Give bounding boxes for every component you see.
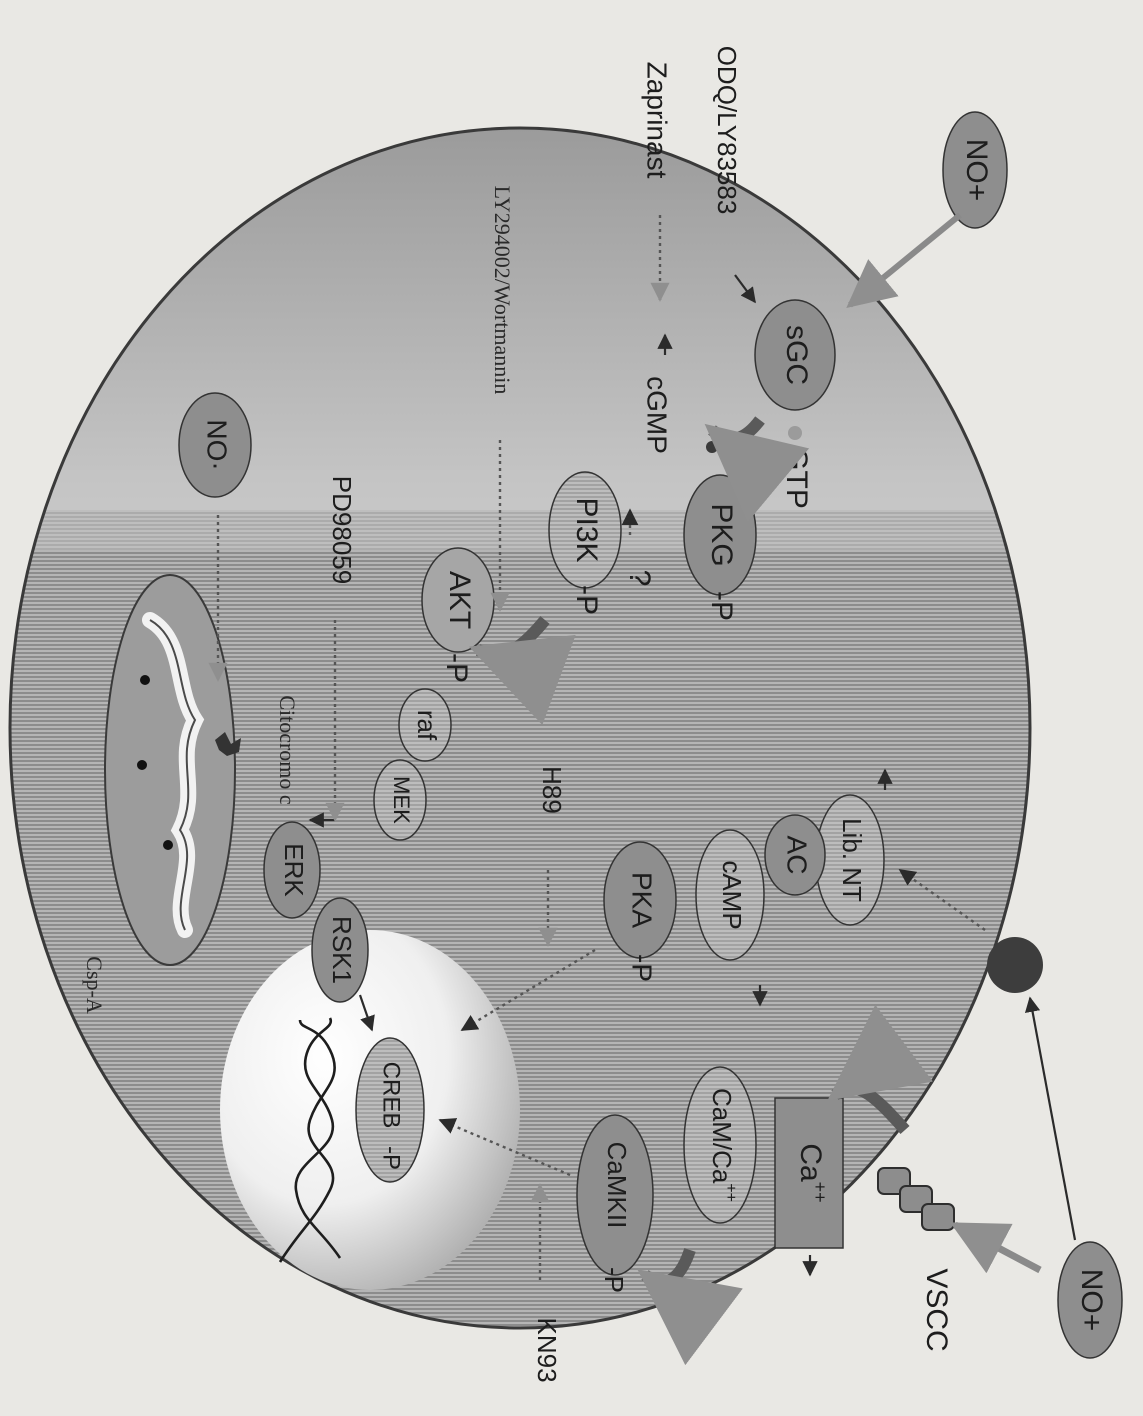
raf-node: raf	[398, 688, 452, 762]
dotted-arrows	[208, 215, 986, 1280]
inhibitor-h89: H89	[537, 766, 567, 814]
curved-arrows	[468, 416, 933, 1366]
no-plus-top	[942, 111, 1008, 229]
pka-node: PKA	[603, 841, 677, 959]
creb-phospho: -P	[378, 1146, 405, 1170]
dotted-receptor-lib	[898, 869, 986, 931]
erk-label: ERK	[279, 843, 309, 897]
csp-label: Csp-A	[82, 956, 107, 1014]
dotted-camkii-creb	[438, 1118, 571, 1177]
dna-helix	[278, 1017, 342, 1263]
ac-node: AC	[764, 814, 826, 896]
gtp-label: GTP	[780, 447, 813, 509]
arrow-rsk1-to-creb	[358, 994, 375, 1032]
sgc-node: sGC	[754, 299, 836, 411]
curve-pi3k-akt	[468, 616, 576, 725]
no-plus-bottom-label: NO+	[1075, 1269, 1108, 1332]
camp-node: cAMP	[695, 829, 765, 961]
arrow-no-to-receptor	[1024, 996, 1077, 1241]
citocromo-label: Citocromo c	[275, 695, 300, 805]
pi3k-node: PI3K	[548, 471, 622, 589]
mitochondrion	[104, 574, 241, 966]
mek-node: MEK	[373, 759, 427, 841]
pka-label: PKA	[627, 872, 658, 928]
creb-node: CREB -P	[355, 1037, 425, 1183]
cell-membrane	[8, 126, 1032, 1330]
pkg-node: PKG	[683, 474, 757, 596]
erk-node: ERK	[263, 821, 321, 919]
inhibitor-zaprinast: Zaprinast	[642, 62, 673, 179]
inhibitor-ly294002: LY294002/Wortmannin	[490, 186, 515, 395]
inhibitor-pd98059: PD98059	[327, 476, 357, 584]
dotted-pka-creb	[460, 948, 596, 1032]
lib-nt-label: Lib. NT	[837, 818, 867, 902]
arrow-odq-to-sgc	[734, 274, 756, 304]
arrow-no-to-vscc	[950, 1221, 1042, 1274]
camp-label: cAMP	[717, 860, 747, 929]
no-inside-node: NO·	[178, 392, 252, 498]
lib-nt-node: Lib. NT	[815, 794, 885, 926]
pi3k-label: PI3K	[570, 497, 603, 562]
gtp-dot	[788, 426, 802, 440]
akt-phospho: -P	[440, 653, 473, 683]
curve-cam-camkii	[637, 1247, 743, 1366]
pka-phospho: -P	[627, 954, 658, 982]
sgc-label: sGC	[780, 325, 813, 385]
rsk1-label: RSK1	[327, 916, 357, 984]
cgmp-label: cGMP	[642, 376, 673, 454]
no-plus-top-label: NO+	[960, 139, 993, 202]
mek-label: MEK	[389, 776, 414, 824]
ca-label: Ca++	[794, 1143, 830, 1202]
vscc-label: VSCC	[920, 1268, 953, 1351]
creb-label: CREB	[378, 1062, 405, 1129]
camkii-label: CaMKII	[602, 1142, 632, 1229]
arrow-no-to-sgc	[846, 212, 962, 309]
vscc-channel	[877, 1167, 955, 1231]
akt-label: AKT	[443, 571, 476, 629]
solid-arrows	[308, 212, 1077, 1277]
curve-gtp-cgmp	[704, 416, 810, 523]
ca-box: Ca++	[774, 1097, 844, 1249]
rsk1-node: RSK1	[311, 897, 369, 1003]
inhibitor-kn93: KN93	[532, 1317, 562, 1382]
curve-ca-vscc	[827, 1004, 933, 1134]
raf-label: raf	[412, 710, 442, 741]
cgmp-dot	[706, 441, 718, 453]
pi3k-phospho: -P	[570, 585, 603, 615]
camkii-phospho: -P	[599, 1267, 629, 1293]
ac-label: AC	[782, 836, 813, 875]
no-plus-bottom	[1057, 1241, 1123, 1359]
question-mark: ?	[623, 570, 656, 587]
no-inside-label: NO·	[202, 419, 233, 470]
membrane-receptor	[987, 937, 1043, 993]
inhibitor-odq: ODQ/LY83583	[712, 46, 742, 215]
cam-ca-label: CaM/Ca++	[707, 1088, 739, 1202]
pkg-label: PKG	[705, 503, 738, 566]
camkii-node: CaMKII	[576, 1114, 654, 1276]
akt-node: AKT	[421, 547, 495, 653]
pkg-phospho: -P	[705, 591, 738, 621]
cam-ca-node: CaM/Ca++	[683, 1066, 757, 1224]
